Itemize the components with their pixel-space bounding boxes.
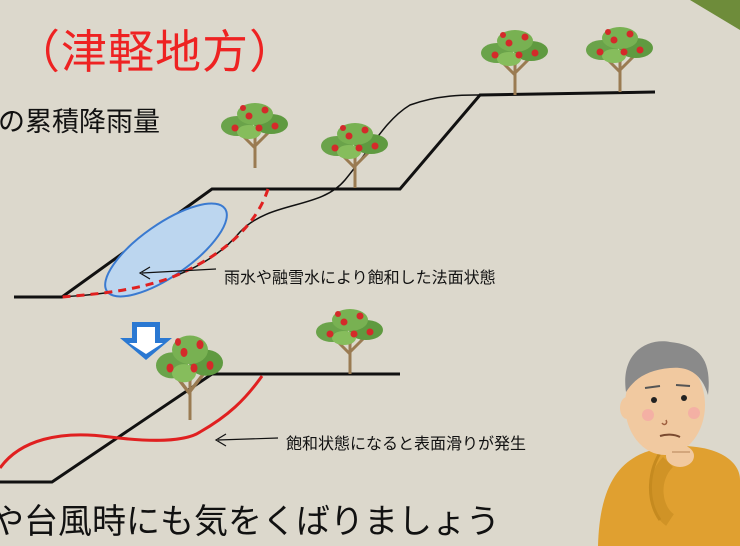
thinking-man-icon — [598, 341, 740, 546]
saturated-slope-label: 雨水や融雪水により飽和した法面状態 — [224, 268, 496, 287]
subtitle: の累積降雨量 — [0, 107, 160, 138]
apple-tree-icon — [319, 121, 390, 190]
surface-slide-label: 飽和状態になると表面滑りが発生 — [286, 434, 527, 453]
page-title: （津軽地方） — [14, 25, 296, 79]
apple-tree-icon — [479, 28, 550, 97]
potential-slip-line — [61, 188, 270, 299]
footer-caption: や台風時にも気をくばりましょう — [0, 502, 500, 542]
apple-tree-icon — [314, 307, 385, 376]
corner-decoration — [690, 0, 740, 30]
down-arrow-icon — [120, 322, 172, 360]
slip-surface-line — [0, 375, 264, 469]
lower-slope — [0, 372, 400, 484]
apple-tree-icon — [154, 333, 225, 422]
apple-tree-icon — [219, 101, 290, 170]
apple-tree-icon — [584, 25, 655, 94]
saturated-water-area — [104, 202, 228, 298]
upper-slope — [13, 90, 656, 299]
